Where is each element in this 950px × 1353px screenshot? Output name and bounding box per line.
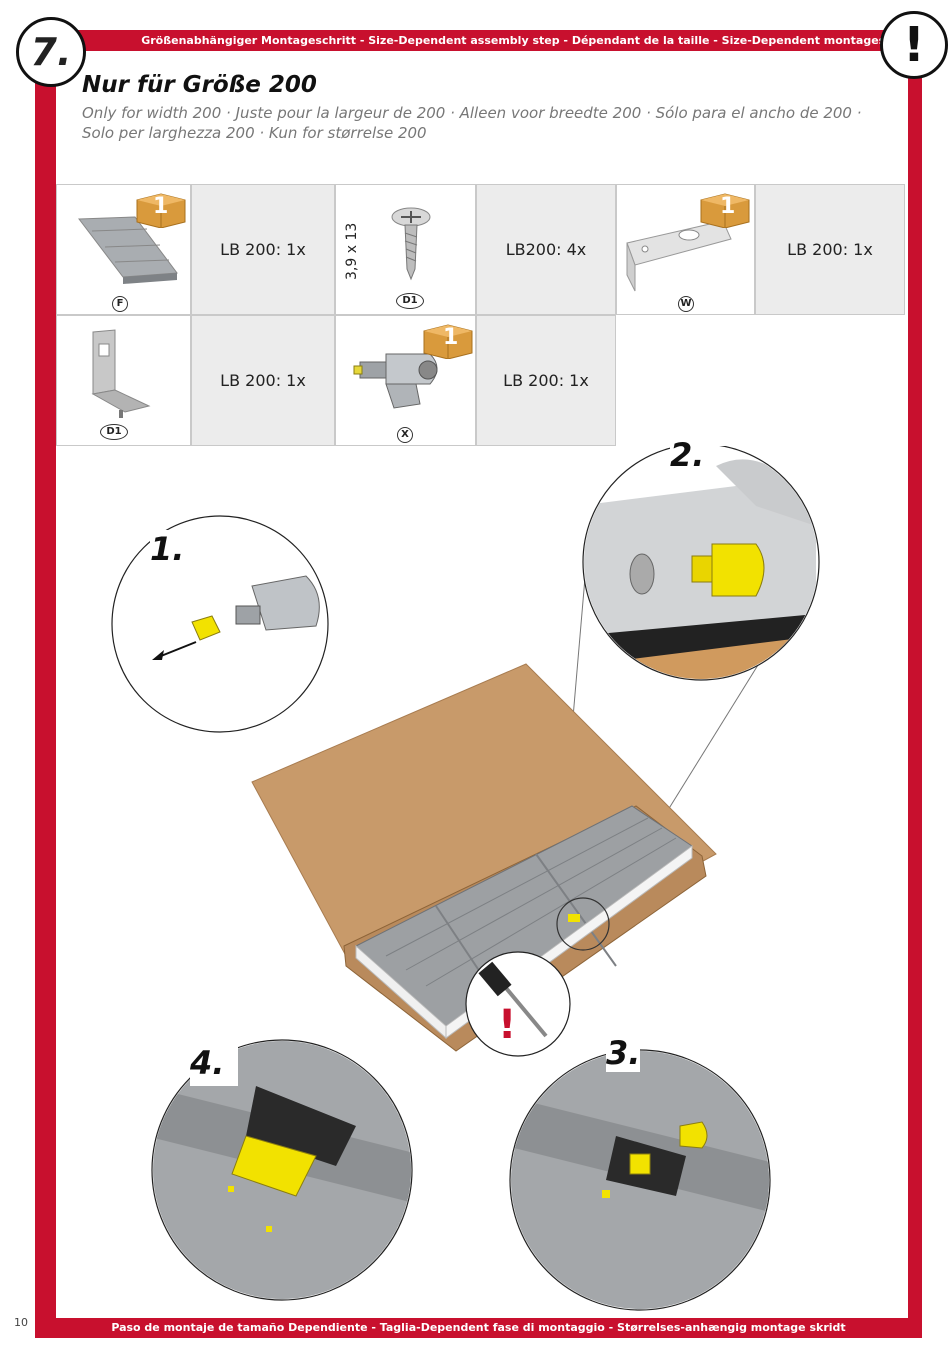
package-box-icon (700, 193, 750, 228)
package-box-icon (423, 324, 473, 359)
package-count: 1 (443, 325, 459, 350)
part-qty-W: LB 200: 1x (755, 184, 905, 315)
page-number: 10 (14, 1316, 28, 1329)
part-cell-X: 1 X (335, 315, 476, 446)
part-cell-W: 1 W (616, 184, 755, 315)
part-cell-D1-angle: D1 (56, 315, 191, 446)
page-title: Nur für Größe 200 (82, 72, 317, 98)
caution-icon: ! (498, 1002, 516, 1048)
step-label-3: 3. (606, 1034, 641, 1072)
part-label-F: F (112, 296, 128, 312)
lock-mechanism-icon (353, 353, 438, 409)
zoom-circle (556, 897, 610, 951)
step-label-4: 4. (190, 1044, 239, 1086)
part-label-X: X (397, 427, 413, 443)
part-label-W: W (678, 296, 694, 312)
header-bar: Größenabhängiger Montageschritt - Size-D… (35, 30, 922, 51)
part-cell-D1-screw: 3,9 x 13 D1 (335, 184, 476, 315)
detail-circle-1 (111, 515, 329, 733)
part-qty-X: LB 200: 1x (476, 315, 616, 446)
part-label-D1-screw: D1 (396, 293, 424, 309)
step-label-2: 2. (670, 436, 705, 474)
screw-icon (391, 207, 431, 281)
step-number-badge: 7. (16, 17, 86, 87)
angle-bracket-icon (91, 329, 151, 418)
package-count: 1 (720, 194, 736, 219)
part-qty-F: LB 200: 1x (191, 184, 335, 315)
part-label-D1-angle: D1 (100, 424, 128, 440)
package-box-icon (136, 193, 186, 228)
wall-bracket-icon (626, 220, 732, 292)
part-qty-D1-screw: LB200: 4x (476, 184, 616, 315)
page-subtitle: Only for width 200 · Juste pour la large… (82, 104, 862, 142)
part-cell-F: 1 F (56, 184, 191, 315)
step-label-1: 1. (150, 530, 185, 568)
package-count: 1 (153, 194, 169, 219)
assembly-illustration: ! (111, 446, 820, 1311)
part-qty-D1-angle: LB 200: 1x (191, 315, 335, 446)
frame-left-border (35, 30, 56, 1320)
floor-panel-icon (78, 216, 178, 284)
screw-spec: 3,9 x 13 (344, 222, 360, 280)
highlight-part (568, 914, 580, 922)
footer-bar: Paso de montaje de tamaño Dependiente - … (35, 1318, 922, 1338)
warning-icon: ! (880, 11, 948, 79)
frame-right-border (908, 30, 922, 1320)
